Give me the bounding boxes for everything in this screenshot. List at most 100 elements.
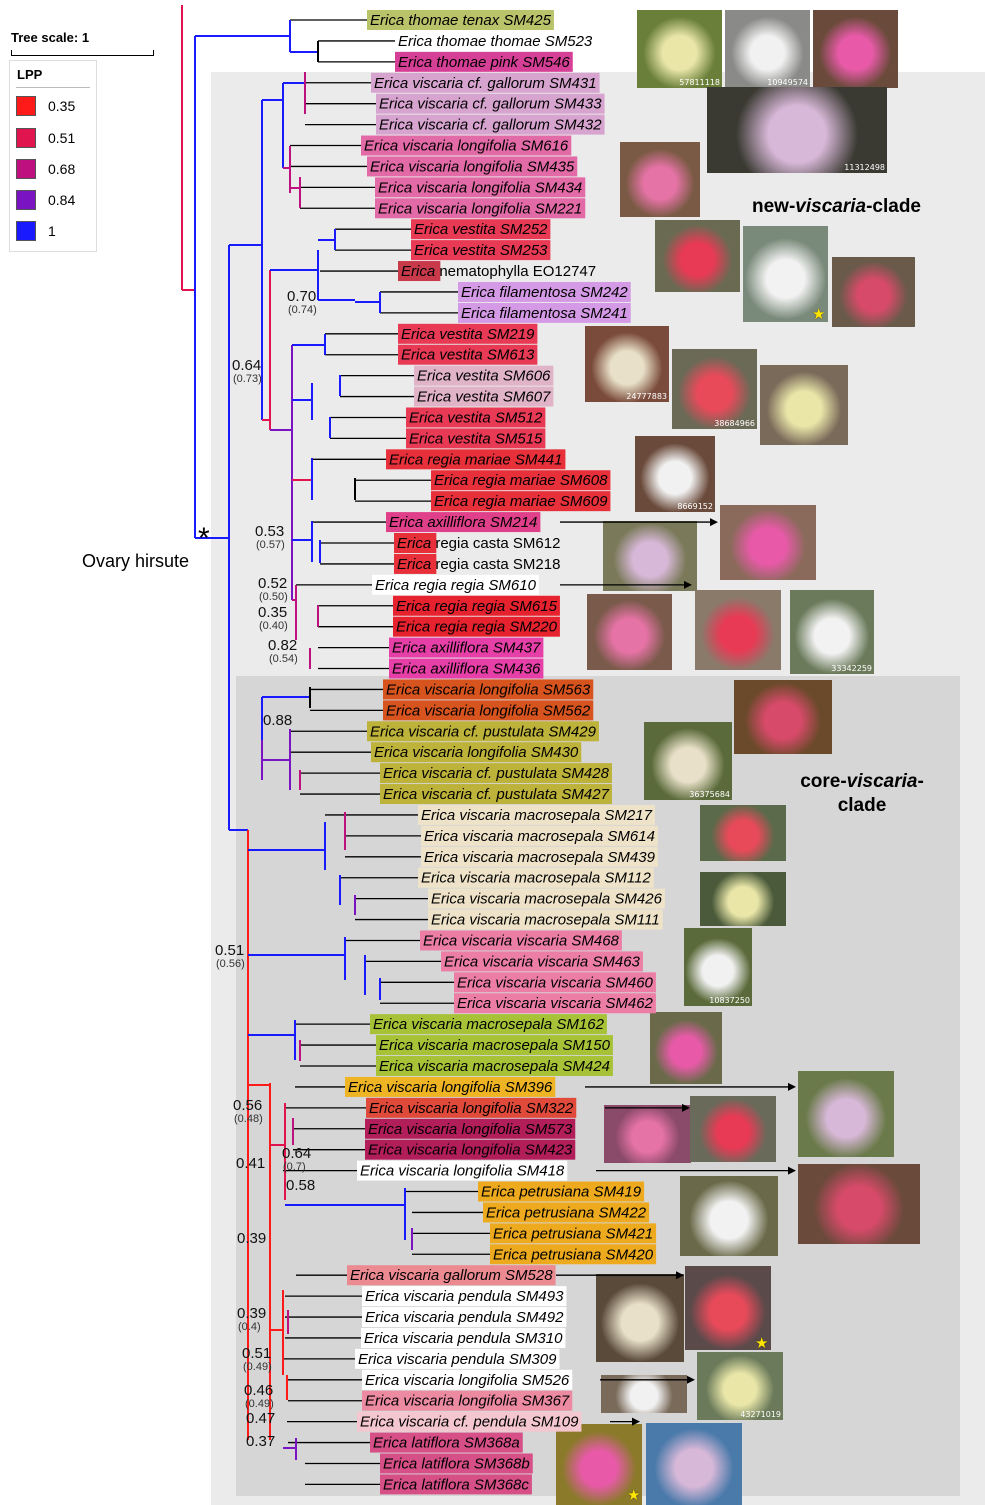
- taxon-label: Erica viscaria cf. gallorum SM432: [376, 115, 605, 135]
- taxon-genus: Erica: [424, 828, 462, 845]
- taxon-epithet: petrusiana SM419: [518, 1184, 641, 1201]
- taxon-epithet: viscaria macrosepala SM614: [462, 828, 655, 845]
- taxon-genus: Erica: [392, 640, 430, 657]
- taxon-name: Erica nematophylla EO12747: [401, 263, 596, 280]
- legend-item: 0.35: [16, 95, 75, 117]
- taxon-epithet: viscaria longifolia SM221: [416, 200, 582, 217]
- legend-item: 0.84: [16, 189, 75, 211]
- taxon-genus: Erica: [358, 1351, 396, 1368]
- taxon-name: Erica regia regia SM220: [396, 619, 558, 636]
- legend-swatch: [16, 221, 36, 241]
- taxon-label: Erica latiflora SM368a: [370, 1433, 523, 1453]
- legend-value: 0.35: [48, 98, 75, 114]
- clade-label-line2: clade: [838, 795, 887, 816]
- taxon-epithet: viscaria longifolia SM418: [398, 1163, 565, 1180]
- taxon-name: Erica viscaria cf. gallorum SM432: [379, 117, 602, 134]
- taxon-epithet: viscaria viscaria SM462: [495, 995, 653, 1012]
- taxon-genus: Erica: [370, 723, 408, 740]
- support-value-secondary: (0.49): [245, 1398, 274, 1410]
- support-value-secondary: (0.50): [259, 591, 288, 603]
- taxon-epithet: vestita SM512: [447, 409, 543, 426]
- taxon-label: Erica regia casta SM612: [394, 533, 560, 553]
- taxon-epithet: viscaria longifolia SM434: [416, 179, 582, 196]
- taxon-genus: Erica: [383, 1476, 421, 1493]
- taxon-name: Erica axilliflora SM436: [392, 661, 541, 678]
- taxon-epithet: viscaria viscaria SM468: [461, 932, 619, 949]
- taxon-name: Erica regia regia SM615: [396, 598, 558, 615]
- clade-label-prefix: core-: [800, 771, 846, 792]
- taxon-label: Erica axilliflora SM436: [389, 659, 543, 679]
- taxon-genus: Erica: [383, 765, 421, 782]
- taxon-label: Erica viscaria viscaria SM468: [420, 930, 622, 950]
- taxon-label: Erica viscaria longifolia SM221: [375, 198, 585, 218]
- taxon-genus: Erica: [369, 1100, 407, 1117]
- taxon-epithet: viscaria cf. gallorum SM431: [412, 75, 596, 92]
- taxon-label: Erica viscaria cf. pendula SM109: [357, 1412, 581, 1432]
- taxon-label: Erica petrusiana SM422: [483, 1202, 649, 1222]
- taxon-epithet: viscaria gallorum SM528: [388, 1267, 553, 1284]
- taxon-name: Erica viscaria macrosepala SM217: [421, 807, 653, 824]
- taxon-epithet: viscaria pendula SM493: [403, 1288, 564, 1305]
- taxon-epithet: viscaria cf. pustulata SM429: [408, 723, 596, 740]
- taxon-epithet: petrusiana SM420: [530, 1246, 653, 1263]
- taxon-label: Erica thomae pink SM546: [395, 52, 573, 72]
- taxon-epithet: regia casta SM218: [435, 556, 560, 573]
- taxon-label: Erica viscaria cf. pustulata SM428: [380, 763, 612, 783]
- support-value-secondary: (0.7): [283, 1161, 306, 1173]
- taxon-label: Erica viscaria macrosepala SM424: [376, 1056, 613, 1076]
- taxon-label: Erica vestita SM253: [411, 240, 550, 260]
- taxon-name: Erica vestita SM515: [409, 430, 543, 447]
- taxon-epithet: viscaria longifolia SM322: [407, 1100, 574, 1117]
- legend-divider: [16, 87, 90, 88]
- taxon-name: Erica viscaria longifolia SM322: [369, 1100, 574, 1117]
- taxon-genus: Erica: [417, 389, 455, 406]
- taxon-epithet: viscaria macrosepala SM424: [417, 1058, 610, 1075]
- taxon-genus: Erica: [389, 451, 427, 468]
- taxon-name: Erica thomae pink SM546: [398, 54, 570, 71]
- taxon-genus: Erica: [396, 619, 434, 636]
- taxon-name: Erica viscaria macrosepala SM111: [431, 912, 660, 929]
- taxon-name: Erica latiflora SM368a: [373, 1435, 520, 1452]
- taxon-name: Erica viscaria longifolia SM563: [386, 681, 591, 698]
- support-value: 0.39: [237, 1230, 266, 1247]
- taxon-genus: Erica: [397, 556, 435, 573]
- taxon-epithet: viscaria pendula SM310: [402, 1330, 563, 1347]
- tree-scale: Tree scale: 1: [11, 30, 89, 45]
- taxon-name: Erica petrusiana SM420: [493, 1246, 654, 1263]
- taxon-name: Erica viscaria longifolia SM526: [365, 1372, 570, 1389]
- taxon-genus: Erica: [493, 1246, 531, 1263]
- taxon-genus: Erica: [374, 75, 412, 92]
- taxon-epithet: thomae tenax SM425: [408, 12, 551, 29]
- taxon-genus: Erica: [365, 1393, 403, 1410]
- taxon-name: Erica regia casta SM218: [397, 556, 560, 573]
- taxon-name: Erica viscaria pendula SM309: [358, 1351, 557, 1368]
- taxon-genus: Erica: [365, 1372, 403, 1389]
- taxon-label: Erica viscaria viscaria SM460: [454, 972, 656, 992]
- taxon-name: Erica filamentosa SM242: [461, 284, 628, 301]
- taxon-label: Erica viscaria longifolia SM526: [362, 1370, 572, 1390]
- arrow-head: [687, 1376, 695, 1384]
- legend-swatch: [16, 190, 36, 210]
- taxon-epithet: viscaria longifolia SM562: [424, 702, 591, 719]
- taxon-epithet: regia mariae SM608: [472, 472, 608, 489]
- taxon-label: Erica viscaria longifolia SM418: [357, 1161, 567, 1181]
- taxon-epithet: viscaria cf. pendula SM109: [398, 1414, 579, 1431]
- taxon-epithet: viscaria longifolia SM367: [403, 1393, 570, 1410]
- taxon-label: Erica viscaria longifolia SM367: [362, 1391, 572, 1411]
- taxon-label: Erica viscaria longifolia SM563: [383, 679, 593, 699]
- taxon-epithet: latiflora SM368b: [421, 1455, 529, 1472]
- taxon-label: Erica viscaria longifolia SM435: [367, 156, 577, 176]
- taxon-genus: Erica: [368, 1121, 406, 1138]
- taxon-epithet: viscaria cf. pustulata SM428: [421, 765, 609, 782]
- taxon-name: Erica viscaria longifolia SM616: [364, 138, 569, 155]
- legend-swatch: [16, 159, 36, 179]
- support-value: 0.82: [268, 637, 297, 654]
- taxon-epithet: viscaria macrosepala SM217: [459, 807, 652, 824]
- taxon-label: Erica latiflora SM368c: [380, 1474, 532, 1494]
- taxon-epithet: viscaria cf. pustulata SM427: [421, 786, 609, 803]
- taxon-name: Erica viscaria macrosepala SM439: [424, 849, 656, 866]
- arrow-head: [632, 1418, 640, 1426]
- taxon-name: Erica viscaria viscaria SM468: [423, 932, 620, 949]
- taxon-genus: Erica: [414, 242, 452, 259]
- taxon-name: Erica latiflora SM368b: [383, 1455, 530, 1472]
